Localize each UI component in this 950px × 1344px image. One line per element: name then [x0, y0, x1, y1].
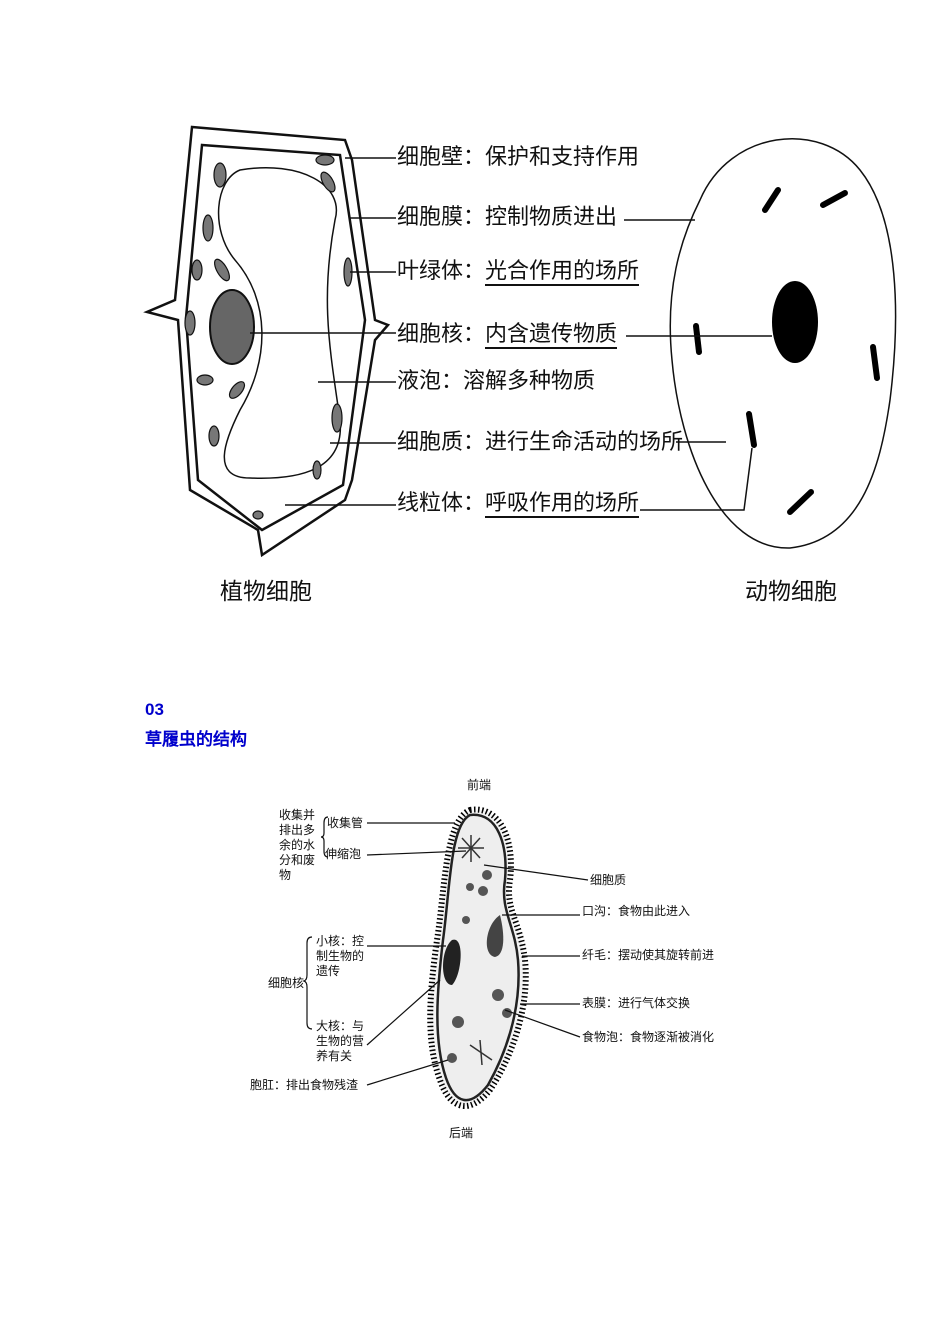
label-food-vacuole: 食物泡：食物逐渐被消化 — [582, 1030, 715, 1044]
plant-nucleus — [209, 289, 255, 365]
plant-label-chloroplast: 叶绿体：光合作用的场所 — [397, 259, 640, 286]
label-macronucleus: 大核：与生物的营养有关 — [316, 1019, 365, 1063]
label-water-group: 收集并排出多余的水分和废物 — [279, 808, 316, 882]
label-desc: 溶解多种物质 — [463, 369, 596, 394]
label-desc: 呼吸作用的场所 — [485, 491, 640, 518]
label-oral-groove: 口沟：食物由此进入 — [582, 904, 691, 918]
label-micronucleus: 小核：控制生物的遗传 — [316, 934, 365, 978]
label-cytoplasm: 细胞质 — [590, 873, 627, 887]
label-nucleus-group: 细胞核 — [268, 976, 305, 990]
label-pellicle: 表膜：进行气体交换 — [582, 996, 691, 1010]
animal-cell-caption: 动物细胞 — [745, 579, 837, 605]
label-desc: 进行生命活动的场所 — [485, 430, 684, 455]
plant-cell-caption: 植物细胞 — [220, 579, 312, 605]
label-anal-pore: 胞肛：排出食物残渣 — [250, 1078, 359, 1092]
section-number: 03 — [145, 700, 164, 719]
separator: ： — [463, 430, 486, 455]
label-name: 细胞膜 — [397, 205, 464, 230]
animal-nucleus — [772, 281, 818, 363]
separator: ： — [463, 491, 486, 516]
label-name: 叶绿体 — [397, 259, 464, 284]
separator: ： — [463, 259, 486, 284]
separator: ： — [463, 205, 486, 230]
plant-label-nucleus: 细胞核：内含遗传物质 — [397, 322, 618, 349]
animal-cell-drawing — [624, 138, 897, 549]
label-back: 后端 — [449, 1126, 474, 1140]
separator: ： — [463, 145, 486, 170]
chloroplasts — [184, 154, 353, 520]
label-collect-tube: 收集管 — [327, 816, 364, 830]
label-cilia: 纤毛：摆动使其旋转前进 — [582, 948, 715, 962]
plant-leader-lines — [250, 157, 396, 506]
label-desc: 保护和支持作用 — [485, 145, 640, 170]
section-title: 草履虫的结构 — [145, 730, 247, 749]
label-name: 线粒体 — [397, 491, 464, 516]
plant-label-cell-wall: 细胞壁：保护和支持作用 — [397, 145, 639, 171]
label-contractile-vacuole: 伸缩泡 — [325, 847, 362, 861]
label-name: 细胞壁 — [397, 145, 464, 170]
separator: ： — [441, 369, 464, 394]
plant-label-vacuole: 液泡：溶解多种物质 — [397, 369, 595, 395]
separator: ： — [463, 322, 486, 347]
plant-label-cell-membrane: 细胞膜：控制物质进出 — [397, 205, 617, 231]
paramecium-drawing — [427, 806, 529, 1109]
plant-label-mitochondria: 线粒体：呼吸作用的场所 — [397, 491, 640, 518]
label-desc: 光合作用的场所 — [485, 259, 640, 286]
plant-label-cytoplasm: 细胞质：进行生命活动的场所 — [397, 430, 683, 456]
label-desc: 控制物质进出 — [485, 205, 618, 230]
label-desc: 内含遗传物质 — [485, 322, 618, 349]
paramecium-leader-lines — [302, 816, 589, 1086]
label-front: 前端 — [467, 778, 492, 792]
label-name: 细胞核 — [397, 322, 464, 347]
label-name: 细胞质 — [397, 430, 464, 455]
label-name: 液泡 — [397, 369, 442, 394]
plant-cell-drawing — [143, 125, 391, 558]
